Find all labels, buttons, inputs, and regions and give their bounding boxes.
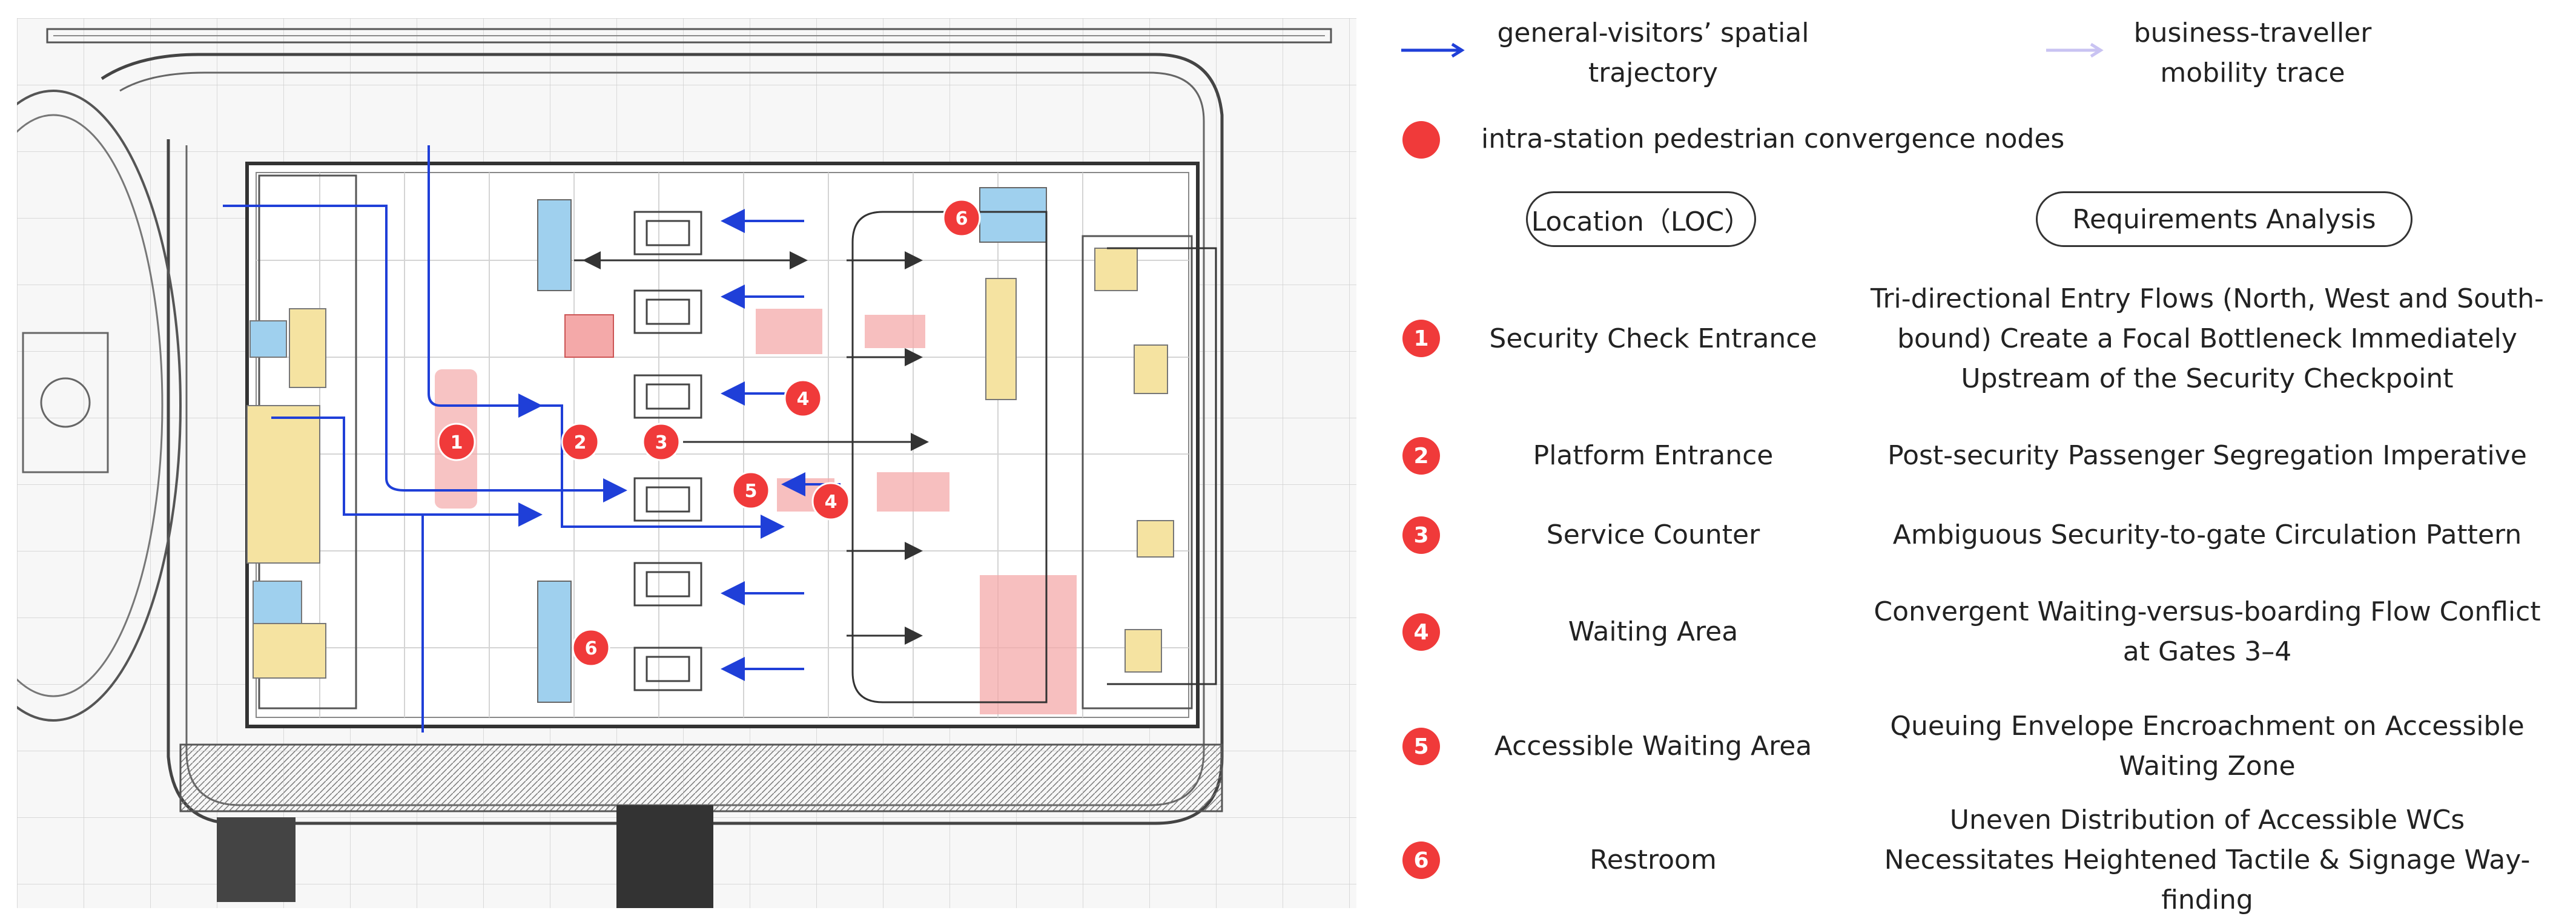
- plan-node-1: 1: [437, 423, 476, 461]
- row-5-marker: 5: [1402, 728, 1440, 765]
- plan-node-6a: 6: [942, 199, 981, 237]
- pink-room-1: [564, 314, 614, 358]
- pink-room-3: [865, 315, 925, 348]
- svg-text:4: 4: [825, 492, 837, 513]
- business-traveller-arrow-icon: [2046, 42, 2104, 58]
- svg-text:2: 2: [574, 432, 587, 453]
- row-2-location: Platform Entrance: [1533, 440, 1774, 471]
- plan-node-4b: 4: [811, 482, 850, 521]
- row-5-requirement: Queuing Envelope Encroachment on Accessi…: [1890, 711, 2525, 782]
- plan-node-4a: 4: [784, 379, 822, 418]
- row-4-requirement: Convergent Waiting-versus-boarding Flow …: [1874, 596, 2541, 667]
- svg-text:6: 6: [956, 208, 968, 229]
- row-1-requirement: Tri-directional Entry Flows (North, West…: [1871, 283, 2544, 394]
- left-yellow-room-2: [246, 405, 320, 564]
- pink-room-2: [756, 309, 822, 354]
- restroom-northeast: [979, 187, 1047, 243]
- svg-text:4: 4: [797, 389, 810, 410]
- legend-business-traveller: business-traveller mobility trace: [2133, 18, 2372, 88]
- general-visitor-trajectory-west: [223, 205, 627, 502]
- row-4-marker: 4: [1402, 613, 1440, 651]
- plan-node-5: 5: [732, 471, 770, 510]
- plan-node-2: 2: [561, 423, 599, 461]
- row-3-requirement: Ambiguous Security-to-gate Circulation P…: [1892, 519, 2522, 550]
- row-3-marker: 3: [1402, 516, 1440, 554]
- bottom-paving: [179, 743, 1223, 812]
- pink-room-5: [877, 472, 949, 512]
- plan-node-3: 3: [642, 423, 681, 461]
- legend-general-visitors: general-visitors’ spatial trajectory: [1497, 18, 1809, 88]
- row-2-requirement: Post-security Passenger Segregation Impe…: [1887, 440, 2527, 471]
- general-visitor-trajectory-north: [428, 145, 543, 418]
- restroom-south: [537, 581, 572, 703]
- restroom-north: [537, 199, 572, 291]
- row-6-marker: 6: [1402, 841, 1440, 879]
- svg-text:5: 5: [745, 481, 758, 502]
- row-1-marker: 1: [1402, 320, 1440, 357]
- row-5-location: Accessible Waiting Area: [1494, 731, 1812, 762]
- svg-text:3: 3: [655, 432, 668, 453]
- left-blue-room-2: [253, 581, 302, 624]
- left-blue-room-1: [249, 320, 287, 358]
- stair-block: [616, 805, 713, 908]
- legend-convergence-nodes: intra-station pedestrian convergence nod…: [1481, 123, 2065, 154]
- requirements-header: Requirements Analysis: [2036, 191, 2413, 247]
- sports-field: [17, 90, 182, 722]
- row-2-marker: 2: [1402, 437, 1440, 475]
- top-rail: [46, 28, 1332, 44]
- station-floor-plan: 1 2 3 4 5 4 6 6: [17, 18, 1356, 908]
- row-6-location: Restroom: [1590, 845, 1717, 875]
- general-visitors-arrow-icon: [1401, 42, 1465, 58]
- row-6-requirement: Uneven Distribution of Accessible WCs Ne…: [1884, 805, 2531, 915]
- left-yellow-room-1: [289, 308, 326, 388]
- svg-text:1: 1: [451, 432, 463, 453]
- central-circulation-loop: [851, 211, 1048, 703]
- plan-node-6b: 6: [572, 628, 610, 667]
- convergence-node-icon: [1402, 121, 1440, 159]
- row-4-location: Waiting Area: [1568, 616, 1739, 647]
- pink-room-6: [980, 575, 1077, 714]
- row-3-location: Service Counter: [1546, 519, 1760, 550]
- row-1-location: Security Check Entrance: [1489, 323, 1817, 354]
- location-header: Location（LOC）: [1526, 191, 1756, 247]
- svg-text:6: 6: [585, 638, 598, 659]
